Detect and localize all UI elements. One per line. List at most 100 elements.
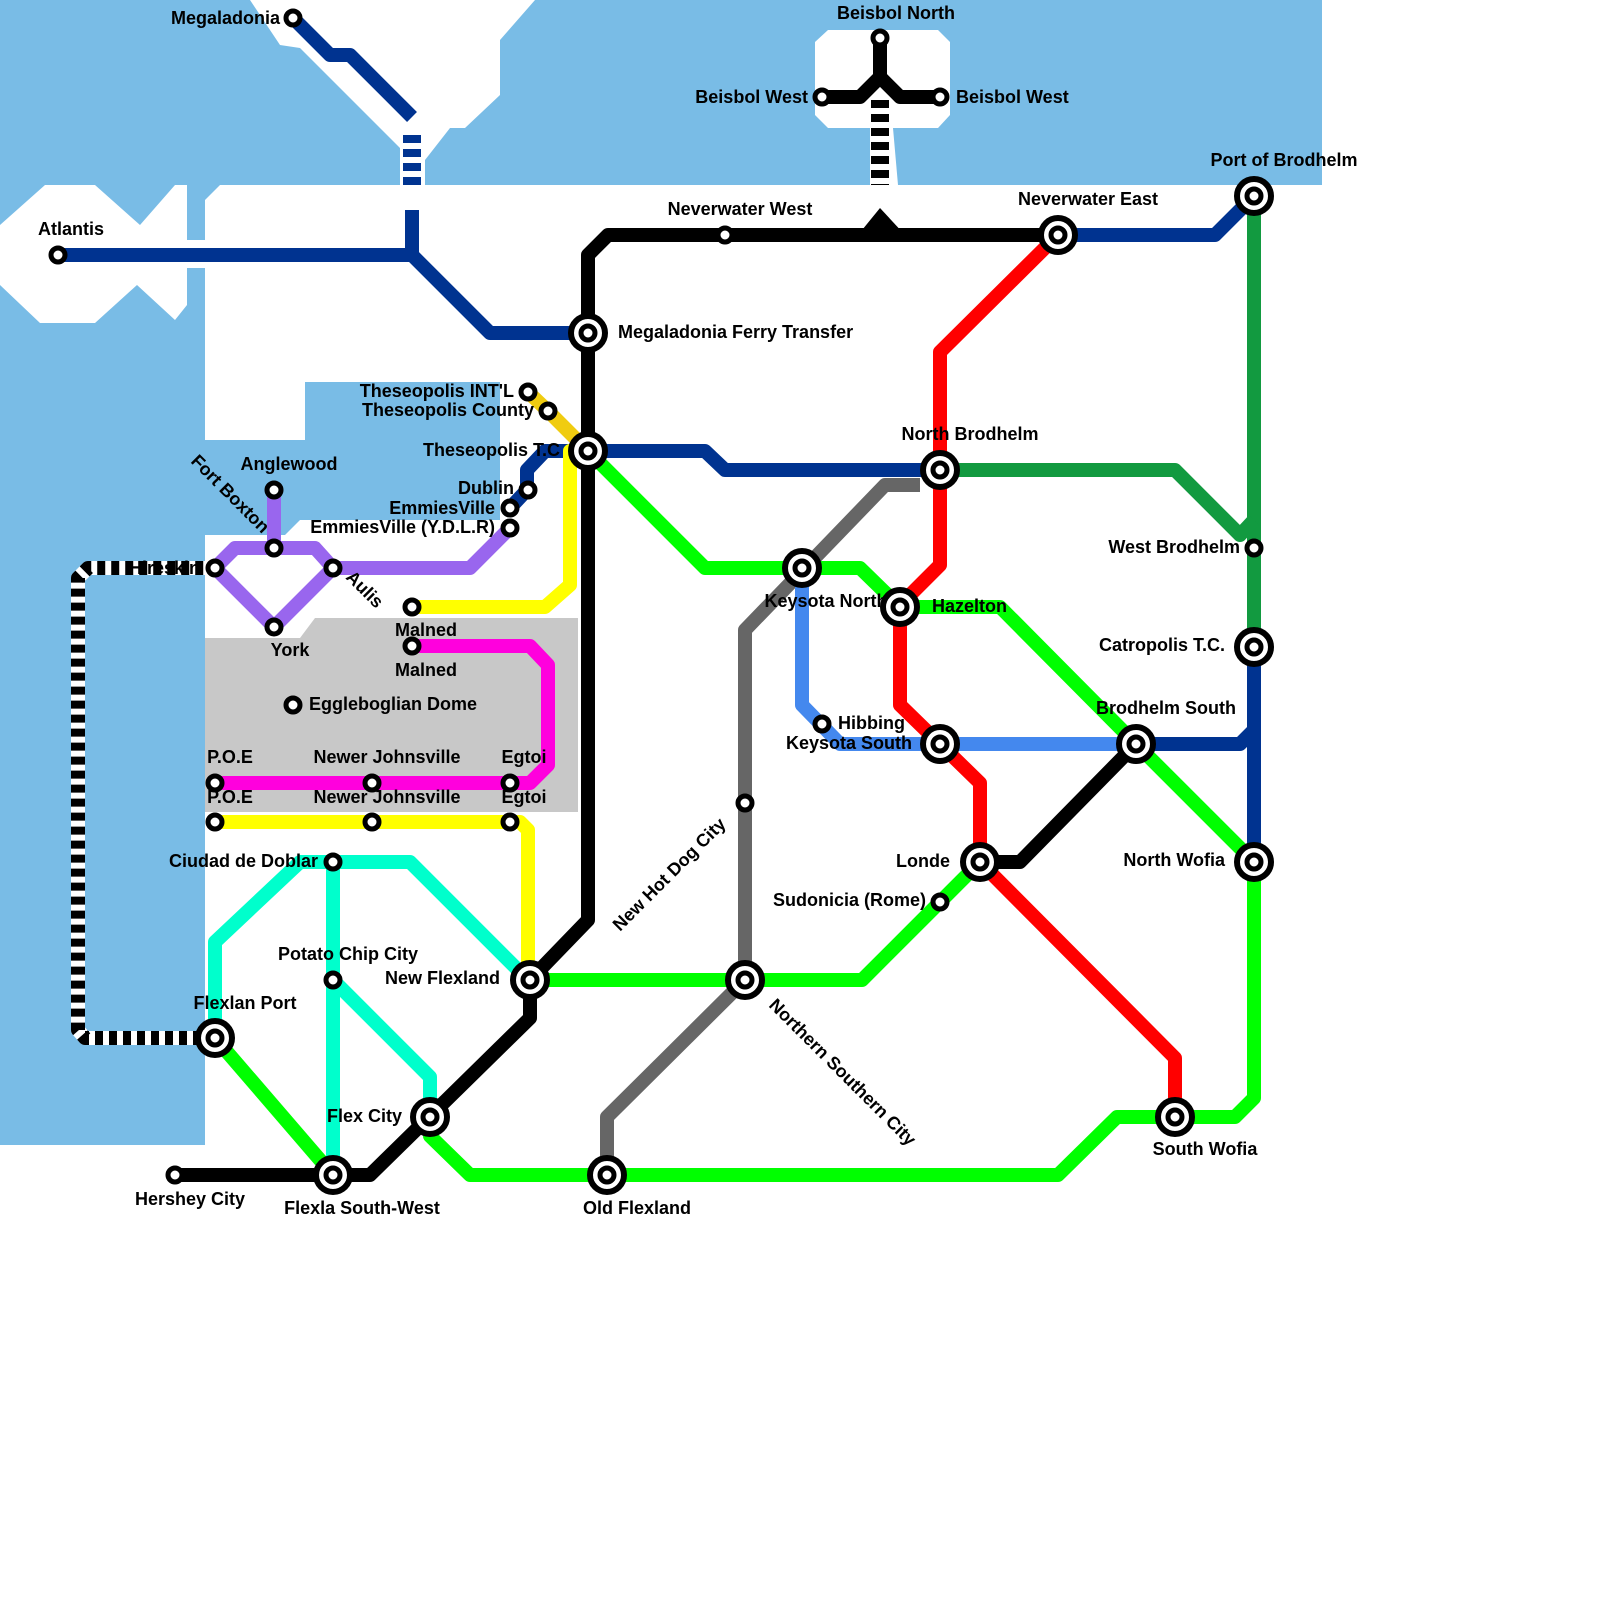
station[interactable]: Brodhelm South: [1096, 698, 1236, 764]
interchange-marker: [420, 1107, 440, 1127]
station-marker: [323, 558, 343, 578]
station[interactable]: Megaladonia Ferry Transfer: [568, 313, 853, 353]
station[interactable]: EmmiesVille: [389, 498, 520, 518]
station[interactable]: Port of Brodhelm: [1211, 150, 1358, 216]
station[interactable]: Egtoi: [500, 747, 547, 793]
interchange-marker: [1244, 637, 1264, 657]
station[interactable]: Londe: [896, 842, 1000, 882]
station-marker: [500, 498, 520, 518]
cyan-line: [333, 855, 533, 985]
station[interactable]: Sudonicia (Rome): [773, 890, 950, 912]
station[interactable]: New Flexland: [385, 960, 550, 1000]
station-label: Hazelton: [932, 596, 1007, 616]
interchange-marker: [890, 597, 910, 617]
station[interactable]: Anglewood: [241, 454, 338, 500]
station[interactable]: Beisbol West: [930, 87, 1069, 107]
station-label: Potato Chip City: [278, 944, 418, 964]
station-marker: [402, 597, 422, 617]
station-label: North Wofia: [1123, 850, 1226, 870]
station[interactable]: Beisbol West: [695, 87, 832, 107]
station[interactable]: Hireskin: [129, 558, 225, 578]
station[interactable]: Potato Chip City: [278, 944, 418, 990]
station[interactable]: P.O.E: [205, 747, 253, 793]
interchange-marker: [578, 323, 598, 343]
station-label: Newer Johnsville: [313, 787, 460, 807]
station[interactable]: South Wofia: [1153, 1097, 1259, 1159]
station[interactable]: Neverwater West: [668, 199, 813, 245]
station[interactable]: Keysota South: [786, 724, 960, 764]
station-label: Flexlan Port: [193, 993, 296, 1013]
station[interactable]: North Wofia: [1123, 842, 1274, 882]
station-label: Theseopolis T.C: [423, 440, 560, 460]
station[interactable]: Hibbing: [812, 713, 905, 734]
black-line-2: [980, 739, 1141, 869]
station-label: Anglewood: [241, 454, 338, 474]
station-label: Neverwater West: [668, 199, 813, 219]
cyan-line-3: [208, 855, 333, 1038]
station-marker: [715, 225, 735, 245]
station-label: Megaladonia Ferry Transfer: [618, 322, 853, 342]
station[interactable]: Beisbol North: [837, 3, 955, 48]
station-marker: [205, 812, 225, 832]
station[interactable]: Keysota North: [764, 548, 888, 611]
station[interactable]: Megaladonia: [171, 8, 303, 28]
station[interactable]: Eggleboglian Dome: [283, 694, 477, 715]
station[interactable]: New Hot Dog City: [609, 793, 755, 935]
station[interactable]: Catropolis T.C.: [1099, 627, 1274, 667]
station[interactable]: Flex City: [327, 1097, 450, 1137]
station[interactable]: Hershey City: [135, 1165, 245, 1209]
station-label: Atlantis: [38, 219, 104, 239]
station[interactable]: Newer Johnsville: [313, 747, 461, 793]
station[interactable]: Malned: [395, 636, 457, 680]
station[interactable]: Egtoi: [500, 787, 547, 832]
interchange-marker: [930, 734, 950, 754]
station-label: Malned: [395, 660, 457, 680]
station[interactable]: Flexla South-West: [284, 1155, 440, 1218]
station-marker: [500, 773, 520, 793]
station-marker: [283, 8, 303, 28]
interchange-marker: [735, 970, 755, 990]
station[interactable]: P.O.E: [205, 787, 253, 832]
station-label: York: [271, 640, 311, 660]
station-label: Dublin: [458, 478, 514, 498]
station-label: Northern Southern City: [765, 995, 920, 1150]
station[interactable]: Theseopolis INT'L: [360, 381, 538, 402]
interchange-marker: [520, 970, 540, 990]
black-line: [175, 228, 1058, 1182]
black-ferry-end: [858, 208, 905, 235]
interchange-marker: [1244, 186, 1264, 206]
station-marker: [812, 87, 832, 107]
station-label: Beisbol North: [837, 3, 955, 23]
station[interactable]: West Brodhelm: [1108, 537, 1264, 558]
station-marker: [362, 773, 382, 793]
green-line: [423, 446, 1261, 1182]
station-label: P.O.E: [207, 787, 253, 807]
station[interactable]: Dublin: [458, 478, 538, 500]
station-label: Keysota North: [764, 591, 887, 611]
station[interactable]: Malned: [395, 597, 457, 640]
station[interactable]: Neverwater East: [1018, 189, 1158, 255]
interchange-marker: [1165, 1107, 1185, 1127]
station[interactable]: Flexlan Port: [193, 993, 297, 1058]
station[interactable]: Hazelton: [880, 587, 1007, 627]
station[interactable]: Theseopolis County: [362, 400, 558, 421]
station[interactable]: EmmiesVille (Y.D.L.R): [310, 517, 520, 538]
red-line: [893, 230, 1182, 1117]
station-label: Ciudad de Doblar: [169, 851, 318, 871]
station-marker: [264, 480, 284, 500]
station-label: North Brodhelm: [902, 424, 1039, 444]
station[interactable]: Theseopolis T.C: [423, 431, 608, 471]
station[interactable]: Northern Southern City: [725, 960, 920, 1150]
station[interactable]: North Brodhelm: [902, 424, 1039, 490]
station[interactable]: Ciudad de Doblar: [169, 851, 343, 872]
station-label: Neverwater East: [1018, 189, 1158, 209]
station-marker: [1244, 538, 1264, 558]
station[interactable]: Newer Johnsville: [313, 787, 461, 832]
station-marker: [323, 852, 343, 872]
station-label: Port of Brodhelm: [1211, 150, 1358, 170]
station[interactable]: Atlantis: [38, 219, 104, 265]
navy-line-a: [288, 13, 417, 122]
station-marker: [362, 812, 382, 832]
station[interactable]: York: [264, 617, 311, 660]
station[interactable]: Old Flexland: [583, 1155, 691, 1218]
